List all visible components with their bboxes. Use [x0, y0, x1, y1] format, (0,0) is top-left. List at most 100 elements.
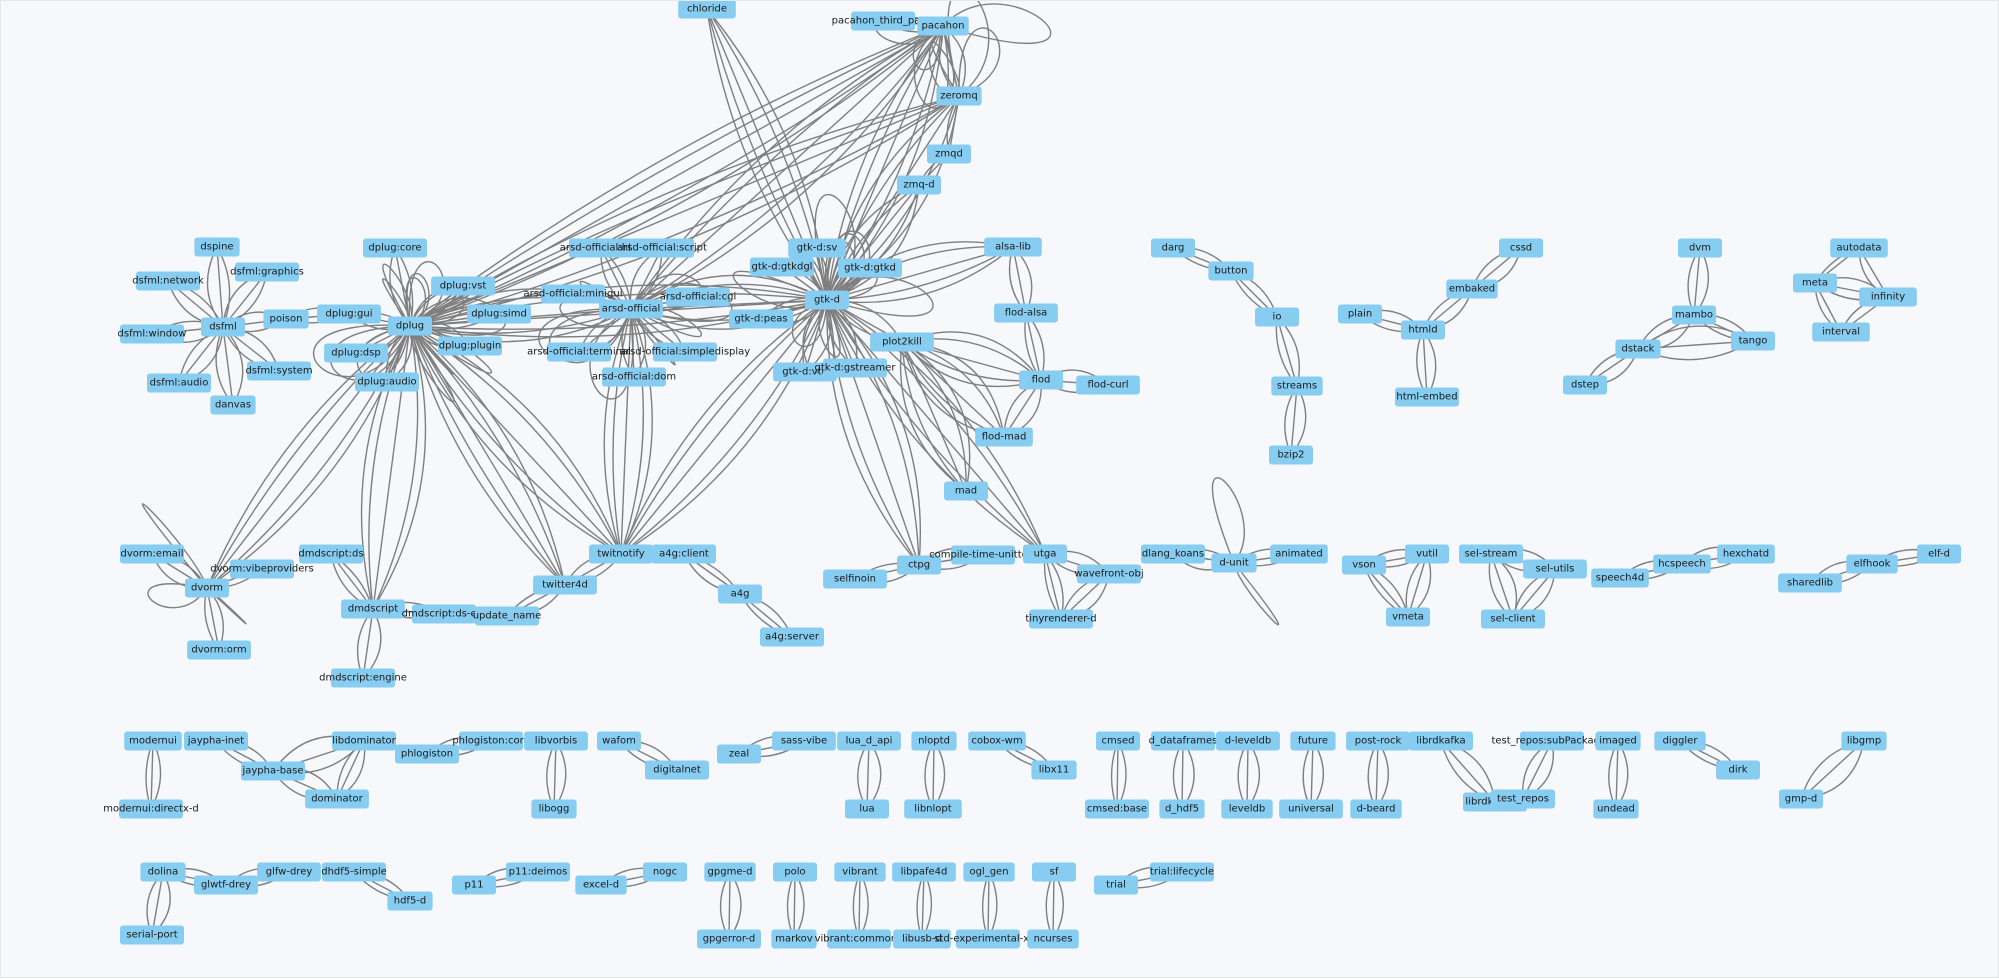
node-cmsed[interactable]: cmsed — [1096, 731, 1140, 751]
node-dmdscript-ds-ext[interactable]: dmdscript:ds-ext — [402, 604, 487, 624]
node-p11-deimos[interactable]: p11:deimos — [506, 862, 570, 882]
node-chloride[interactable]: chloride — [678, 1, 736, 19]
node-phlogiston-core[interactable]: phlogiston:core — [452, 731, 530, 751]
node-dsfml-graphics[interactable]: dsfml:graphics — [230, 262, 304, 282]
node-hdf5-d[interactable]: hdf5-d — [387, 891, 433, 911]
node-embaked[interactable]: embaked — [1446, 279, 1498, 299]
node-twitnotify[interactable]: twitnotify — [589, 544, 653, 564]
node-cssd[interactable]: cssd — [1499, 238, 1543, 258]
node-dsfml-audio[interactable]: dsfml:audio — [147, 373, 211, 393]
node-zmqd[interactable]: zmqd — [927, 144, 971, 164]
node-universal[interactable]: universal — [1279, 799, 1343, 819]
node-elf-d[interactable]: elf-d — [1917, 544, 1961, 564]
node-utga[interactable]: utga — [1023, 544, 1067, 564]
node-streams[interactable]: streams — [1271, 376, 1323, 396]
node-dplug-core[interactable]: dplug:core — [363, 238, 427, 258]
node-leveldb[interactable]: leveldb — [1221, 799, 1273, 819]
node-serial-port[interactable]: serial-port — [120, 925, 184, 945]
node-jaypha-base[interactable]: jaypha-base — [241, 761, 305, 781]
node-compile-time-unittest[interactable]: compile-time-unittest — [929, 545, 1037, 565]
node-mad[interactable]: mad — [944, 481, 988, 501]
node-dplug-plugin[interactable]: dplug:plugin — [438, 336, 502, 356]
node-io[interactable]: io — [1255, 307, 1299, 327]
node-test-repos-subpackage1[interactable]: test_repos:subPackage1 — [1491, 731, 1613, 751]
node-alsa-lib[interactable]: alsa-lib — [984, 237, 1042, 257]
node-polo[interactable]: polo — [773, 862, 817, 882]
node-sf[interactable]: sf — [1032, 862, 1076, 882]
node-gtk-d-gstreamer[interactable]: gtk-d:gstreamer — [814, 358, 896, 378]
node-gtk-d-sv[interactable]: gtk-d:sv — [788, 238, 846, 258]
node-std-experimental-xml[interactable]: std-experimental-xml — [934, 929, 1042, 949]
node-plot2kill[interactable]: plot2kill — [870, 332, 934, 352]
node-d-beard[interactable]: d-beard — [1350, 799, 1402, 819]
node-libdominator[interactable]: libdominator — [332, 731, 397, 751]
node-button[interactable]: button — [1208, 261, 1254, 281]
node-autodata[interactable]: autodata — [1830, 238, 1888, 258]
node-dplug-gui[interactable]: dplug:gui — [317, 304, 381, 324]
node-elfhook[interactable]: elfhook — [1846, 554, 1898, 574]
node-bzip2[interactable]: bzip2 — [1269, 445, 1313, 465]
node-arsd-official-http[interactable]: arsd-official:http — [560, 238, 642, 258]
node-dsfml[interactable]: dsfml — [201, 317, 245, 337]
node-a4g-client[interactable]: a4g:client — [652, 544, 716, 564]
node-sel-client[interactable]: sel-client — [1481, 609, 1545, 629]
node-a4g[interactable]: a4g — [718, 584, 762, 604]
node-ctpg[interactable]: ctpg — [897, 555, 941, 575]
node-dmdscript[interactable]: dmdscript — [341, 599, 405, 619]
node-future[interactable]: future — [1290, 731, 1336, 751]
node-infinity[interactable]: infinity — [1859, 287, 1917, 307]
node-trial-lifecycle[interactable]: trial:lifecycle — [1150, 862, 1214, 882]
node-arsd-official-cgi[interactable]: arsd-official:cgi — [660, 287, 737, 307]
node-html-embed[interactable]: html-embed — [1395, 387, 1459, 407]
node-flod[interactable]: flod — [1019, 370, 1063, 390]
node-dominator[interactable]: dominator — [305, 789, 369, 809]
node-glwtf-drey[interactable]: glwtf-drey — [194, 875, 258, 895]
node-wavefront-obj[interactable]: wavefront-obj — [1074, 564, 1144, 584]
node-libvorbis[interactable]: libvorbis — [524, 731, 588, 751]
node-test-repos[interactable]: test_repos — [1491, 789, 1555, 809]
node-jaypha-inet[interactable]: jaypha-inet — [184, 731, 248, 751]
node-dstep[interactable]: dstep — [1563, 375, 1607, 395]
node-tinyrenderer-d[interactable]: tinyrenderer-d — [1025, 609, 1097, 629]
node-dplug-audio[interactable]: dplug:audio — [355, 372, 419, 392]
node-darg[interactable]: darg — [1151, 238, 1195, 258]
node-cmsed-base[interactable]: cmsed:base — [1085, 799, 1149, 819]
node-dhdf5-simple[interactable]: dhdf5-simple — [321, 862, 387, 882]
node-pacahon-third-party[interactable]: pacahon_third_party — [832, 11, 935, 31]
node-gmp-d[interactable]: gmp-d — [1779, 789, 1823, 809]
node-hcspeech[interactable]: hcspeech — [1653, 554, 1711, 574]
node-arsd-official-minigui[interactable]: arsd-official:minigui — [523, 284, 623, 304]
node-gtk-d-gtkd[interactable]: gtk-d:gtkd — [838, 258, 902, 278]
node-lua-d-api[interactable]: lua_d_api — [837, 731, 901, 751]
node-post-rock[interactable]: post-rock — [1346, 731, 1410, 751]
node-cobox-wm[interactable]: cobox-wm — [968, 731, 1026, 751]
node-modernui[interactable]: modernui — [124, 731, 182, 751]
node-hexchatd[interactable]: hexchatd — [1717, 544, 1775, 564]
node-dsfml-network[interactable]: dsfml:network — [132, 271, 204, 291]
node-libgmp[interactable]: libgmp — [1841, 731, 1887, 751]
node-danvas[interactable]: danvas — [210, 395, 256, 415]
node-dmdscript-engine[interactable]: dmdscript:engine — [319, 668, 407, 688]
node-dvorm-email[interactable]: dvorm:email — [120, 544, 184, 564]
node-ogl-gen[interactable]: ogl_gen — [963, 862, 1015, 882]
node-tango[interactable]: tango — [1731, 331, 1775, 351]
node-libusb-d[interactable]: libusb-d — [893, 929, 951, 949]
node-a4g-server[interactable]: a4g:server — [760, 627, 824, 647]
node-vmeta[interactable]: vmeta — [1386, 607, 1430, 627]
node-dvorm-orm[interactable]: dvorm:orm — [187, 640, 251, 660]
node-zmq-d[interactable]: zmq-d — [897, 175, 941, 195]
node-animated[interactable]: animated — [1270, 544, 1328, 564]
node-speech4d[interactable]: speech4d — [1591, 568, 1649, 588]
node-sass-vibe[interactable]: sass-vibe — [772, 731, 836, 751]
node-arsd-official-simpledisplay[interactable]: arsd-official:simpledisplay — [620, 342, 751, 362]
node-mambo[interactable]: mambo — [1672, 305, 1716, 325]
node-excel-d[interactable]: excel-d — [575, 875, 627, 895]
node-zeal[interactable]: zeal — [717, 744, 761, 764]
node-dlang-koans[interactable]: dlang_koans — [1141, 544, 1205, 564]
node-dstack[interactable]: dstack — [1615, 339, 1661, 359]
node-libogg[interactable]: libogg — [531, 799, 577, 819]
node-d-dataframes[interactable]: d_dataframes — [1149, 731, 1218, 751]
node-modernui-directx-d[interactable]: modernui:directx-d — [103, 799, 199, 819]
node-poison[interactable]: poison — [263, 309, 309, 329]
node-selfinoin[interactable]: selfinoin — [823, 569, 887, 589]
